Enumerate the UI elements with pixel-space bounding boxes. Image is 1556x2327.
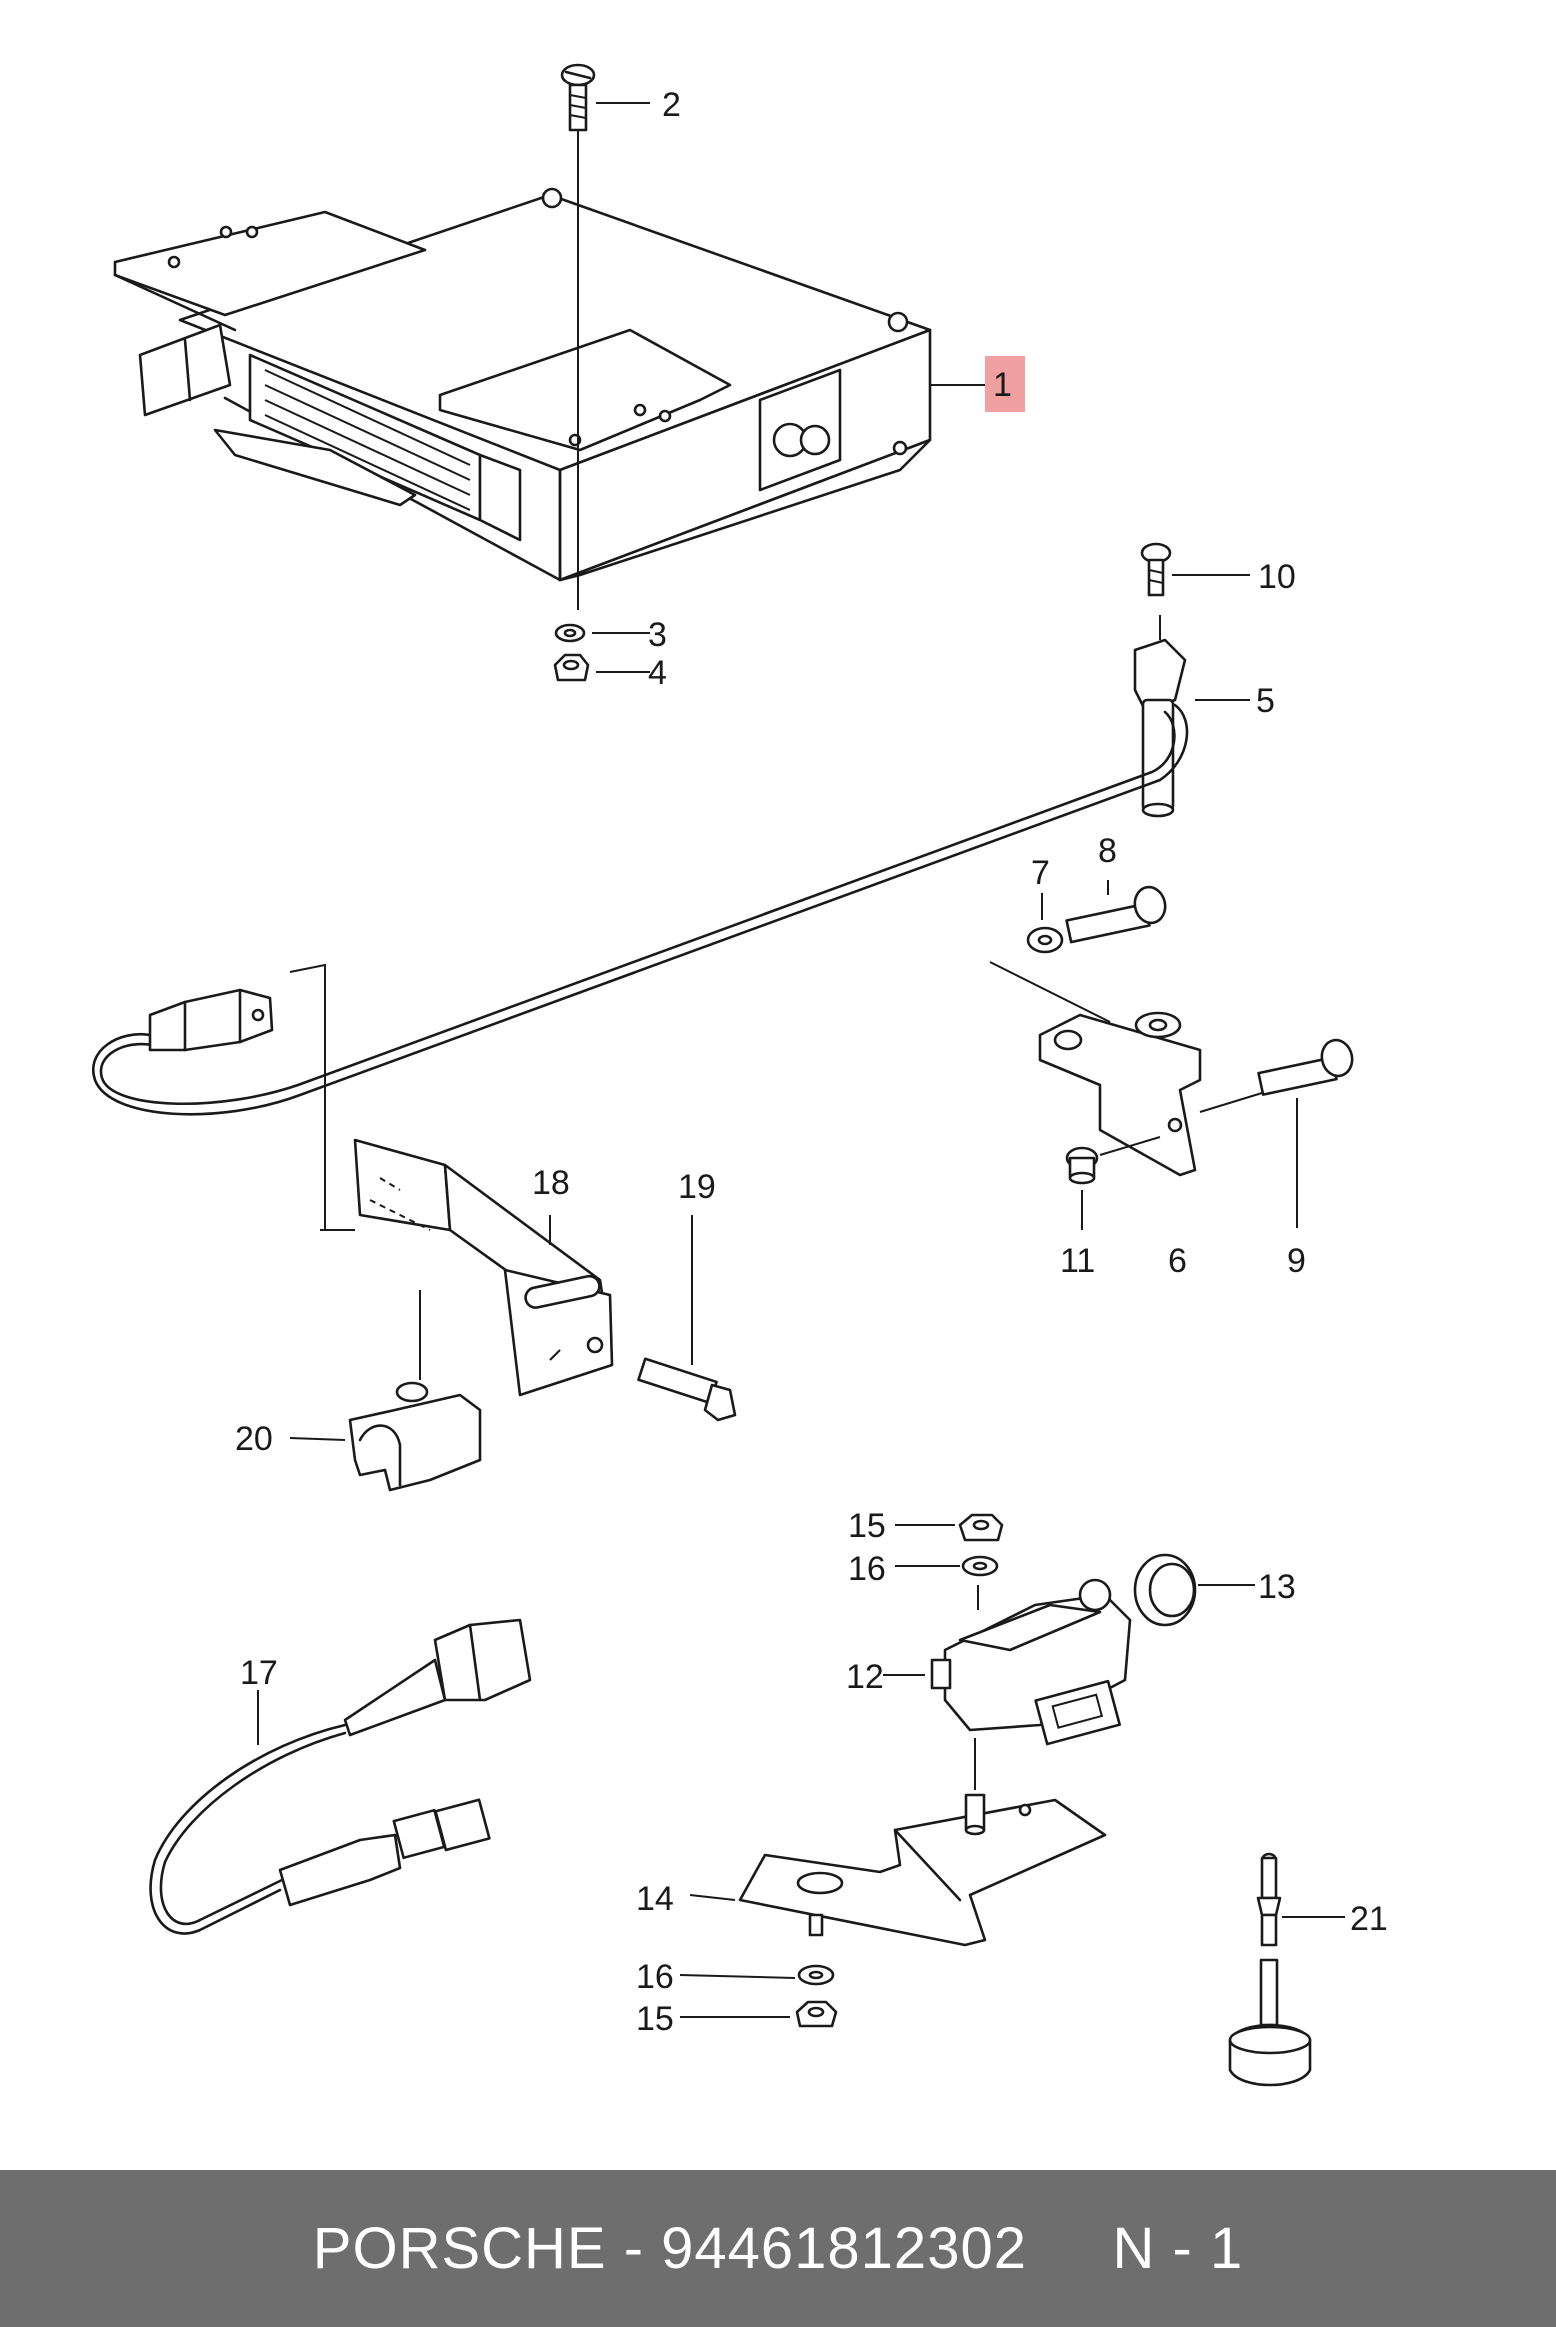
clip-part-20[interactable] <box>289 1290 482 1492</box>
bolt-part-19[interactable] <box>637 1215 737 1422</box>
callout-4[interactable]: 4 <box>648 654 667 692</box>
callout-7[interactable]: 7 <box>1031 854 1050 892</box>
speed-sensor-part-5[interactable] <box>92 615 1250 1230</box>
callout-10[interactable]: 10 <box>1258 558 1296 596</box>
washer-part-3[interactable] <box>554 623 650 643</box>
callout-2[interactable]: 2 <box>662 86 681 124</box>
pressure-sensor-part-12[interactable] <box>883 1578 1132 1790</box>
callout-8[interactable]: 8 <box>1098 832 1117 870</box>
callout-16-lower[interactable]: 16 <box>636 1958 674 1996</box>
control-unit-part[interactable] <box>113 130 932 610</box>
callout-1-highlight <box>985 356 1025 412</box>
callout-18[interactable]: 18 <box>532 1164 570 1202</box>
washer-part-16-lower[interactable] <box>679 1913 835 1986</box>
callout-15-lower[interactable]: 15 <box>636 2000 674 2038</box>
callout-16-upper[interactable]: 16 <box>848 1550 886 1588</box>
callout-20[interactable]: 20 <box>235 1420 273 1458</box>
bolt-part-9[interactable] <box>1257 1037 1356 1228</box>
clip-part-11[interactable] <box>1065 1136 1161 1230</box>
callout-11[interactable]: 11 <box>1060 1242 1095 1280</box>
washer-part-16-upper[interactable] <box>895 1555 999 1610</box>
callout-5[interactable]: 5 <box>1256 682 1275 720</box>
callout-9[interactable]: 9 <box>1287 1242 1306 1280</box>
callout-15-upper[interactable]: 15 <box>848 1507 886 1545</box>
callout-13[interactable]: 13 <box>1258 1568 1296 1606</box>
callout-labels: 1 2 3 4 10 5 7 8 11 6 9 18 19 20 15 16 1… <box>235 86 1388 2038</box>
part-number-footer: PORSCHE - 94461812302 N - 1 <box>0 2170 1556 2327</box>
oxygen-sensor-cable-part-17[interactable] <box>149 1618 532 1935</box>
footer-part-number-text: PORSCHE - 94461812302 N - 1 <box>312 2216 1244 2281</box>
washer-part-7[interactable] <box>1026 893 1064 954</box>
nut-part-15-upper[interactable] <box>895 1513 1004 1542</box>
callout-12[interactable]: 12 <box>846 1658 884 1696</box>
nut-part-15-lower[interactable] <box>680 2000 838 2028</box>
mounting-plate-part-14[interactable] <box>689 1793 1107 1947</box>
parts-diagram: 1 2 3 4 10 5 7 8 11 6 9 18 19 20 15 16 1… <box>92 63 1388 2087</box>
bracket-part-6[interactable] <box>989 961 1263 1177</box>
callout-21[interactable]: 21 <box>1350 1900 1388 1938</box>
callout-3[interactable]: 3 <box>648 616 667 654</box>
screw-part-10[interactable] <box>1140 542 1250 597</box>
callout-14[interactable]: 14 <box>636 1880 674 1918</box>
callout-1[interactable]: 1 <box>993 366 1012 404</box>
nut-part-4[interactable] <box>553 653 650 682</box>
callout-6[interactable]: 6 <box>1168 1242 1187 1280</box>
buffer-part-21[interactable] <box>1228 1852 1345 2087</box>
callout-17[interactable]: 17 <box>240 1654 278 1692</box>
ring-part-13[interactable] <box>1133 1553 1255 1627</box>
callout-19[interactable]: 19 <box>678 1168 716 1206</box>
exploded-view-drawing: 1 2 3 4 10 5 7 8 11 6 9 18 19 20 15 16 1… <box>92 63 1388 2087</box>
holder-part-18[interactable] <box>320 1138 614 1397</box>
bolt-part-8[interactable] <box>1065 880 1169 944</box>
screw-part-2[interactable] <box>560 63 650 132</box>
